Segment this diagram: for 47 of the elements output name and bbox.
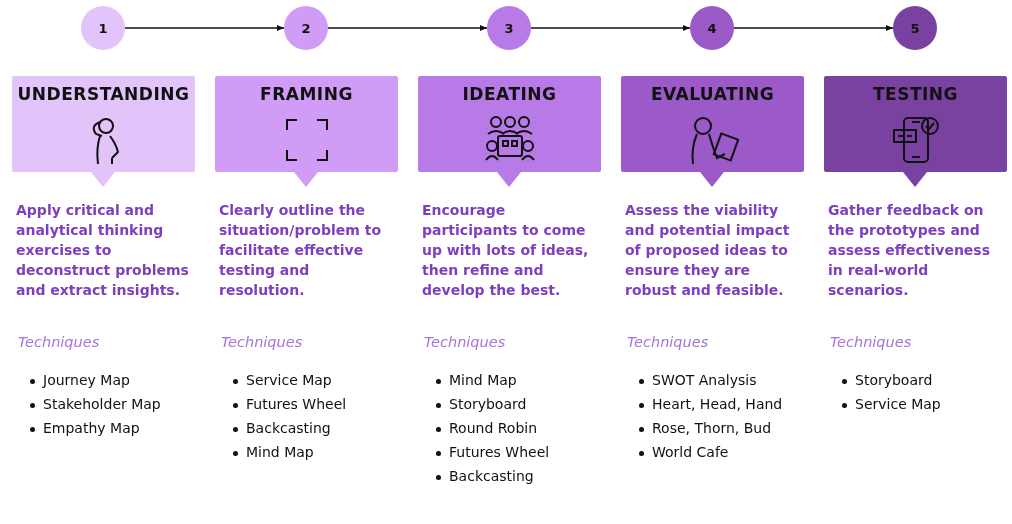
technique-list-item: Backcasting xyxy=(233,420,331,436)
step-number-circle: 5 xyxy=(893,6,937,50)
technique-list-item: Futures Wheel xyxy=(233,396,347,412)
technique-list-item: Rose, Thorn, Bud xyxy=(639,420,772,436)
step-number-circle: 3 xyxy=(487,6,531,50)
stage-heading: FRAMING xyxy=(260,84,353,104)
callout-box xyxy=(824,76,1007,187)
technique-list-item: Storyboard xyxy=(436,396,527,412)
technique-list-item: Mind Map xyxy=(436,372,517,388)
step-number-circle: 2 xyxy=(284,6,328,50)
arrow xyxy=(530,25,691,31)
arrow xyxy=(327,25,488,31)
stage-heading: UNDERSTANDING xyxy=(17,84,190,104)
technique-list-item: Round Robin xyxy=(436,420,538,436)
section-heading: Techniques xyxy=(830,334,912,350)
technique-list-item: Service Map xyxy=(842,396,941,412)
section-heading: Techniques xyxy=(627,334,709,350)
description-text: Clearly outline the situation/problem to facilitate effective testing and resolution. xyxy=(219,201,383,300)
stage-heading: EVALUATING xyxy=(650,84,775,104)
section-heading: Techniques xyxy=(221,334,303,350)
description-text: Encourage participants to come up with lots of ideas, then refine and develop the best. xyxy=(422,201,590,300)
technique-list-item: Journey Map xyxy=(30,372,130,388)
section-heading: Techniques xyxy=(18,334,100,350)
technique-list-item: Backcasting xyxy=(436,468,534,484)
stage-heading: TESTING xyxy=(872,84,959,104)
technique-list-item: Storyboard xyxy=(842,372,933,388)
section-heading: Techniques xyxy=(424,334,506,350)
step-number-circle: 4 xyxy=(690,6,734,50)
callout-box xyxy=(621,76,804,187)
technique-list-item: Service Map xyxy=(233,372,332,388)
arrow xyxy=(124,25,285,31)
technique-list-item: SWOT Analysis xyxy=(639,372,757,388)
description-text: Assess the viability and potential impact of proposed ideas to ensure they are robust and feasible. xyxy=(625,201,791,300)
technique-list-item: Futures Wheel xyxy=(436,444,550,460)
arrow xyxy=(733,25,894,31)
description-text: Apply critical and analytical thinking exercises to deconstruct problems and extract insights. xyxy=(16,201,190,300)
technique-list-item: Stakeholder Map xyxy=(30,396,161,412)
callout-box xyxy=(12,76,195,187)
callout-box xyxy=(215,76,398,187)
technique-list-item: World Cafe xyxy=(639,444,729,460)
technique-list-item: Mind Map xyxy=(233,444,314,460)
step-number-circle: 1 xyxy=(81,6,125,50)
callout-box xyxy=(418,76,601,187)
technique-list-item: Empathy Map xyxy=(30,420,140,436)
description-text: Gather feedback on the prototypes and assess effectiveness in real-world scenarios. xyxy=(828,201,992,300)
technique-list-item: Heart, Head, Hand xyxy=(639,396,783,412)
stage-heading: IDEATING xyxy=(462,84,557,104)
